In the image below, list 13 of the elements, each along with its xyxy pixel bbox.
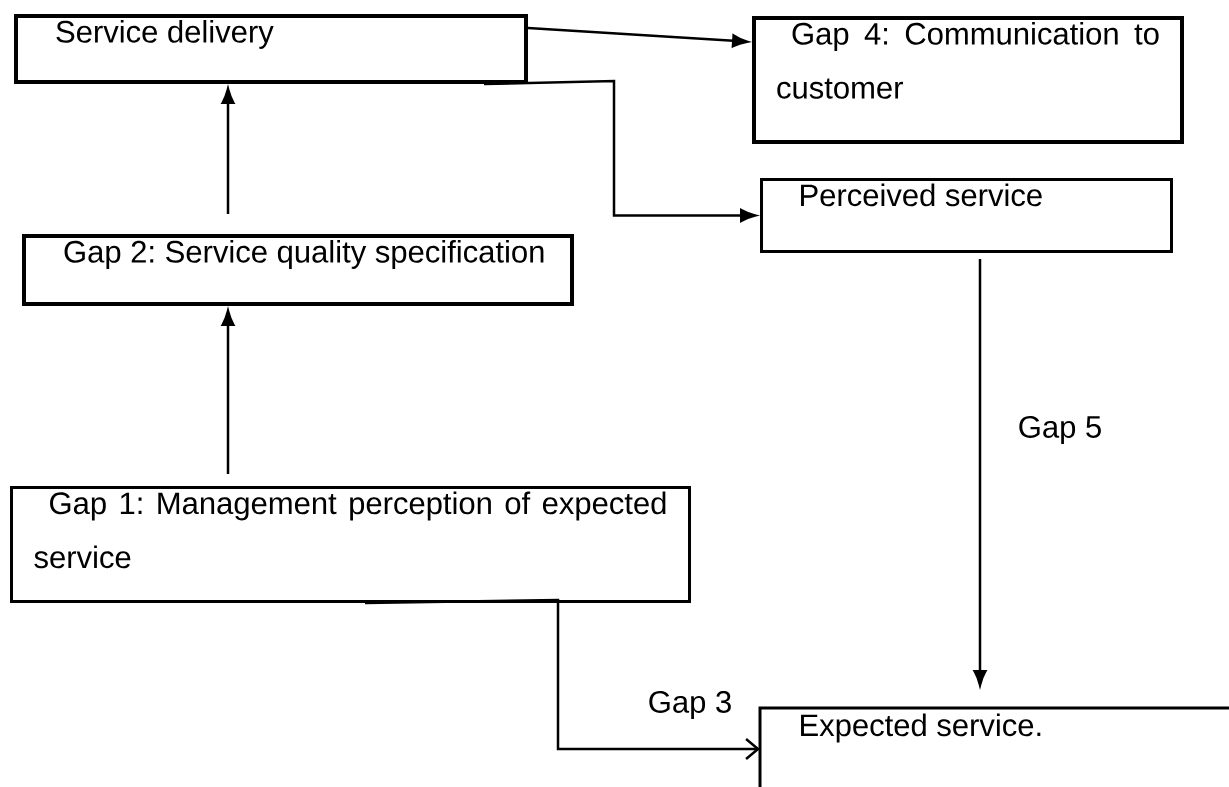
process-box: Expected service. — [758, 706, 1229, 787]
arrow — [221, 309, 235, 474]
edge-label: Gap 3 — [645, 688, 735, 722]
arrow — [365, 598, 760, 760]
process-box: Gap 4: Communication to customer — [752, 16, 1184, 144]
process-box: Gap 1: Management perception of expected service — [10, 486, 691, 603]
arrow — [221, 87, 235, 214]
process-box: Gap 2: Service quality specification — [22, 234, 574, 306]
process-box: Perceived service — [760, 178, 1173, 253]
edge-label: Gap 5 — [1015, 413, 1105, 447]
process-box: Service delivery — [14, 14, 528, 84]
arrow — [527, 26, 749, 48]
arrow — [973, 259, 987, 687]
